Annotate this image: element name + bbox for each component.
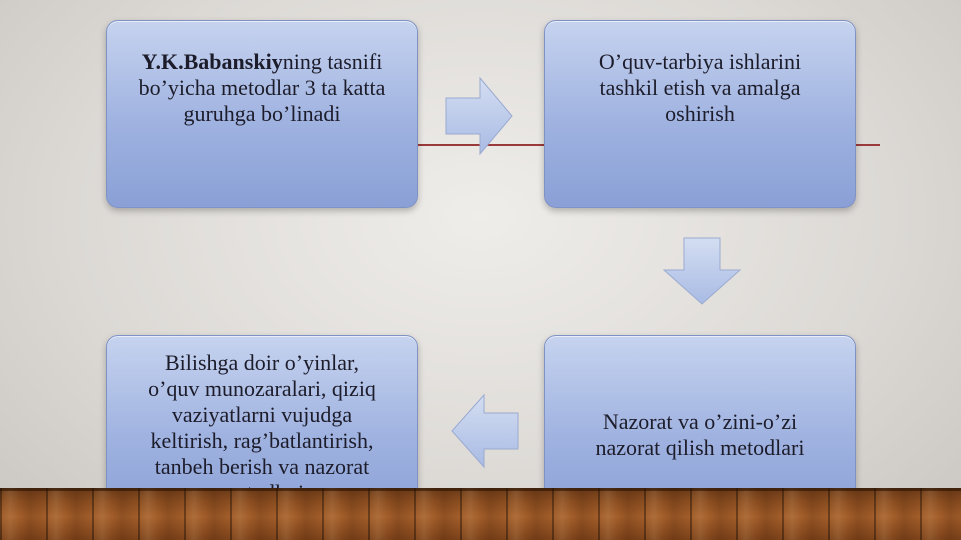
box-text: Nazorat va o’zini-o’zi nazorat qilish me… <box>596 409 805 461</box>
box-line: O’quv-tarbiya ishlarini <box>598 49 802 74</box>
box-line: keltirish, rag’batlantirish, <box>150 428 374 453</box>
arrow-left-icon <box>450 393 520 469</box>
box-line: bo’yicha metodlar 3 ta katta <box>138 75 386 100</box>
box-line: ning tasnifi <box>282 49 383 74</box>
box-line: guruhga bo’linadi <box>183 101 341 126</box>
diagram-box-classification: Y.K.Babanskiyning tasnifi bo’yicha metod… <box>106 20 418 208</box>
diagram-box-organization: O’quv-tarbiya ishlarini tashkil etish va… <box>544 20 856 208</box>
arrow-right-icon <box>444 76 514 156</box>
box-line: oshirish <box>665 101 735 126</box>
box-line: tashkil etish va amalga <box>599 75 801 100</box>
box-text: Y.K.Babanskiyning tasnifi bo’yicha metod… <box>139 49 386 127</box>
box-text: Bilishga doir o’yinlar, o’quv munozarala… <box>148 350 376 506</box>
box-line: Nazorat va o’zini-o’zi <box>602 409 798 434</box>
arrow-down-icon <box>662 236 742 306</box>
box-text: O’quv-tarbiya ishlarini tashkil etish va… <box>599 49 801 127</box>
author-name: Y.K.Babanskiy <box>141 49 283 74</box>
box-line: Bilishga doir o’yinlar, <box>164 350 360 375</box>
box-line: o’quv munozaralari, qiziq <box>148 376 376 401</box>
box-line: nazorat qilish metodlari <box>595 435 805 460</box>
box-line: tanbeh berish va nazorat <box>154 454 370 479</box>
wooden-floor <box>0 488 961 540</box>
box-line: vaziyatlarni vujudga <box>171 402 353 427</box>
